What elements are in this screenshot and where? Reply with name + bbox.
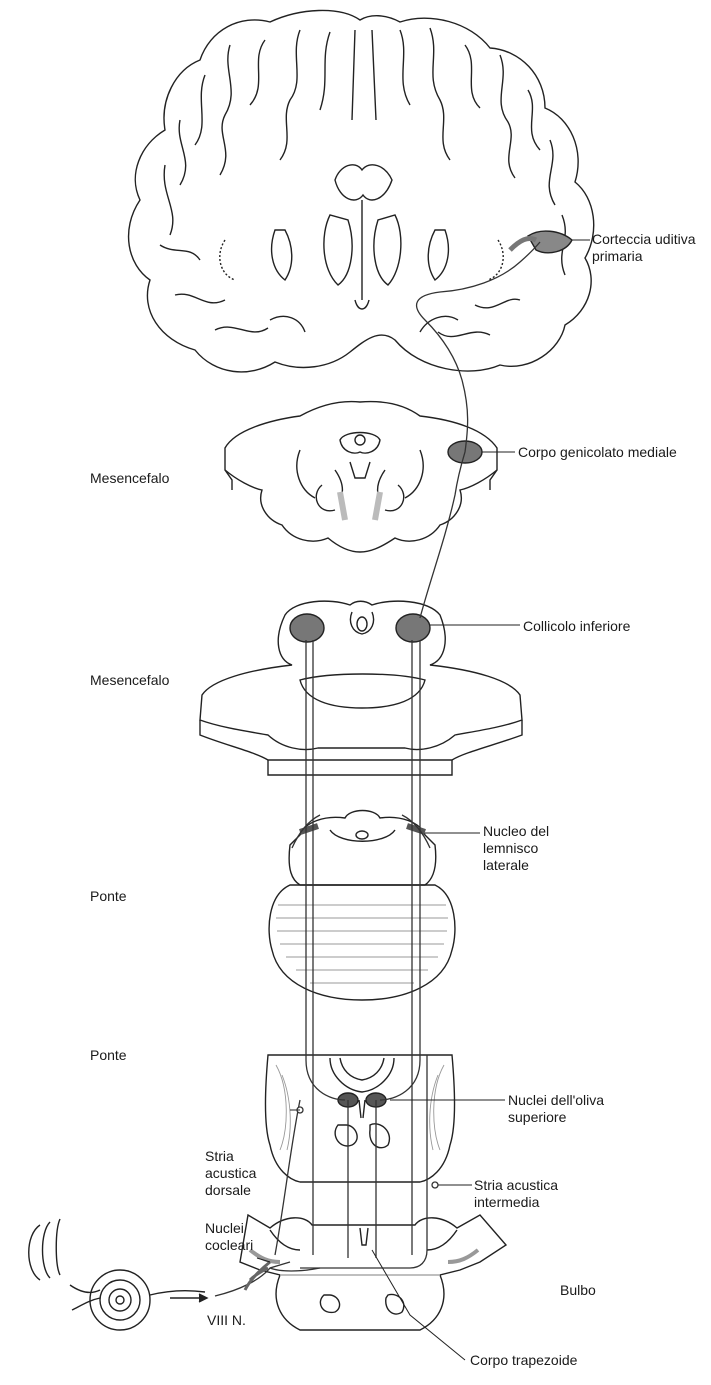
trapezoid-body-label: Corpo trapezoide [470,1352,577,1369]
ear-cochlea-illustration [29,1219,207,1330]
medial-geniculate-label: Corpo genicolato mediale [518,444,677,461]
midbrain-lower-section [200,601,522,775]
level-ponte-lower: Ponte [90,1047,127,1064]
dorsal-stria-label-line1: Stria [205,1148,256,1165]
pons-lower-section [266,1055,455,1182]
superior-olive-label-line2: superiore [508,1109,604,1126]
midbrain-upper-section [225,402,497,552]
lateral-lemniscus-label: Nucleo del lemnisco laterale [483,823,549,874]
auditory-cortex-label: Corteccia uditiva primaria [592,231,696,265]
auditory-cortex-label-line1: Corteccia uditiva [592,231,696,248]
cerebrum-coronal-section [129,10,594,371]
auditory-fibers [215,242,540,1296]
intermediate-stria-label-line1: Stria acustica [474,1177,558,1194]
level-ponte-upper: Ponte [90,888,127,905]
level-bulbo: Bulbo [560,1282,596,1299]
dorsal-stria-label-line2: acustica [205,1165,256,1182]
medulla-section [240,1215,506,1330]
level-mesencefalo-upper: Mesencefalo [90,470,169,487]
cochlear-nuclei-label: Nuclei cocleari [205,1220,253,1254]
cochlear-nuclei-label-line2: cocleari [205,1237,253,1254]
level-mesencefalo-lower: Mesencefalo [90,672,169,689]
intermediate-stria-label-line2: intermedia [474,1194,558,1211]
superior-olive-label-line1: Nuclei dell'oliva [508,1092,604,1109]
inferior-colliculus-label: Collicolo inferiore [523,618,630,635]
lateral-lemniscus-label-line2: lemnisco [483,840,549,857]
dorsal-stria-label: Stria acustica dorsale [205,1148,256,1199]
lateral-lemniscus-label-line1: Nucleo del [483,823,549,840]
intermediate-stria-label: Stria acustica intermedia [474,1177,558,1211]
lateral-lemniscus-label-line3: laterale [483,857,549,874]
nerve-label: VIII N. [207,1312,246,1329]
superior-olive-label: Nuclei dell'oliva superiore [508,1092,604,1126]
dorsal-stria-label-line3: dorsale [205,1182,256,1199]
auditory-cortex-label-line2: primaria [592,248,696,265]
cochlear-nuclei-label-line1: Nuclei [205,1220,253,1237]
